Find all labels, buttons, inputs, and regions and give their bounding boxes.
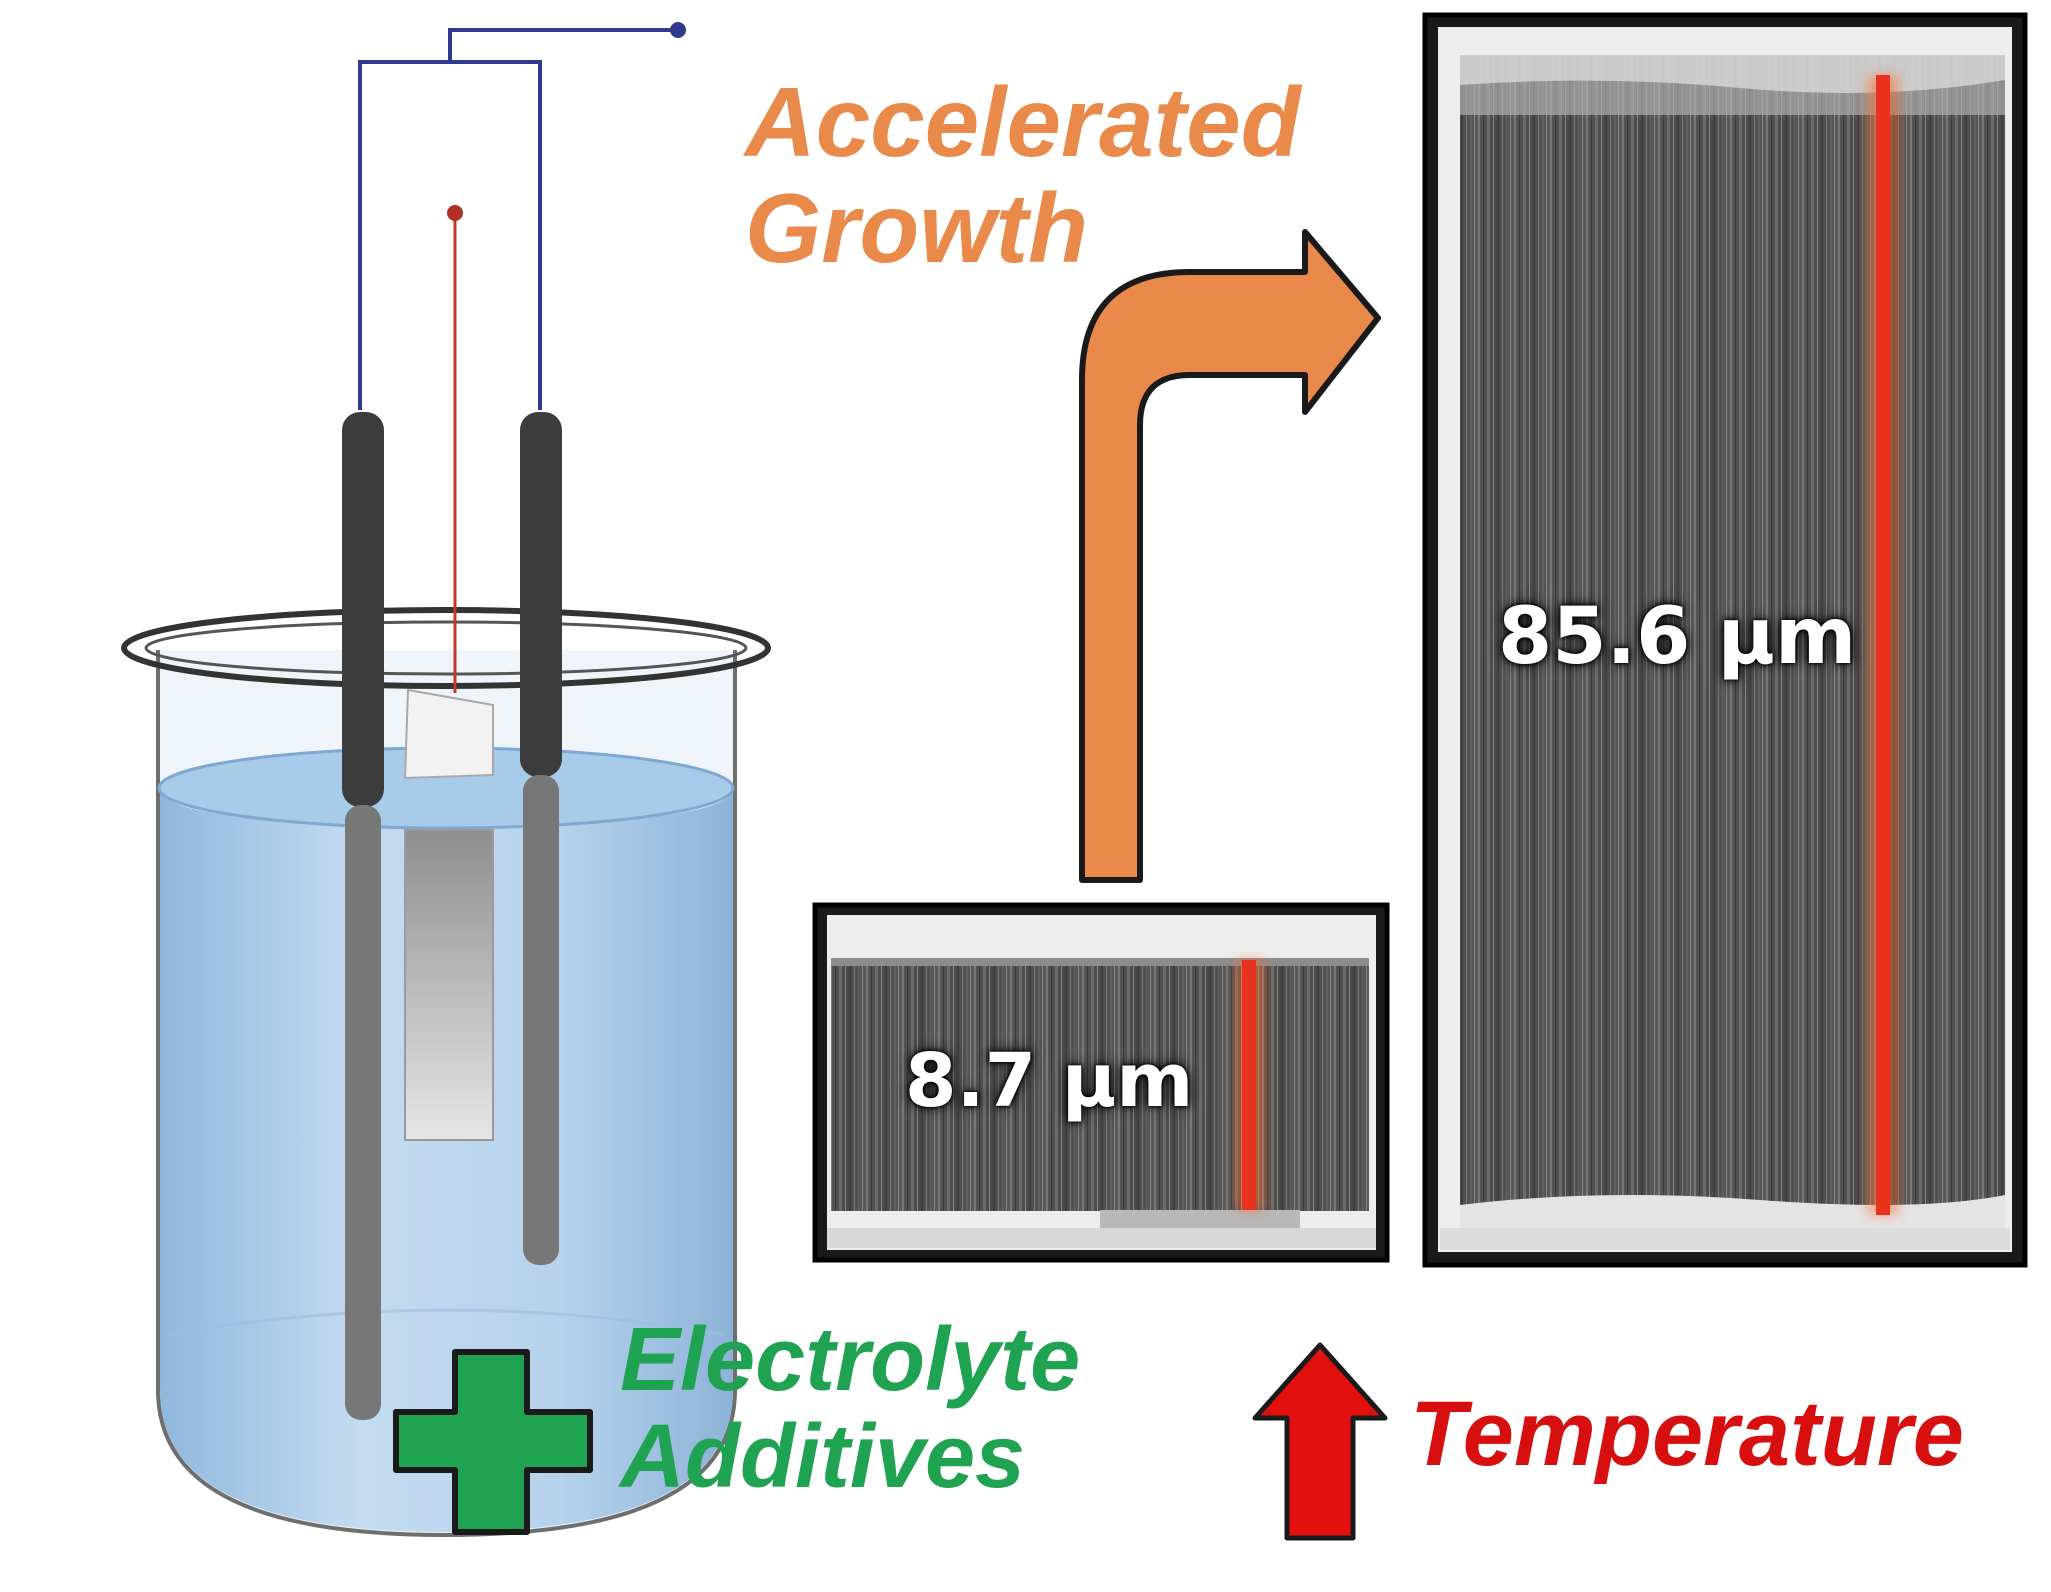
thick-thickness-marker <box>1876 75 1890 1215</box>
working-terminal-dot <box>447 205 463 221</box>
left-counter-electrode <box>342 412 384 1420</box>
additives-line-1: Electrolyte <box>620 1310 1081 1410</box>
temperature-up-arrow-icon <box>1252 1342 1388 1541</box>
electrolyte-liquid <box>160 788 733 1532</box>
growth-arrow-icon <box>1079 229 1381 883</box>
thick-film-thickness-label: 85.6 µm <box>1498 592 1857 682</box>
counter-electrode-wires <box>358 22 686 410</box>
right-counter-electrode <box>520 412 562 1265</box>
thin-thickness-marker <box>1242 960 1256 1210</box>
beaker-rim-inner <box>144 620 748 676</box>
accelerated-growth-label: Accelerated Growth <box>745 67 1301 283</box>
sample-electrode <box>403 688 494 1141</box>
additives-line-2: Additives <box>620 1407 1026 1508</box>
electrolyte-additives-label: Electrolyte Additives <box>620 1310 1081 1508</box>
plus-icon <box>393 1349 593 1535</box>
counter-terminal-dot <box>670 22 686 38</box>
beaker-rim <box>121 607 771 689</box>
growth-line-1: Accelerated <box>745 67 1301 177</box>
thin-film-sem-image <box>812 902 1390 1263</box>
thin-film-thickness-label: 8.7 µm <box>905 1038 1194 1124</box>
growth-line-2: Growth <box>745 172 1088 283</box>
beaker-bottom-line <box>167 1308 726 1337</box>
working-electrode-wire <box>447 205 463 693</box>
thick-film-sem-image <box>1422 12 2028 1268</box>
temperature-label: Temperature <box>1410 1383 1964 1485</box>
